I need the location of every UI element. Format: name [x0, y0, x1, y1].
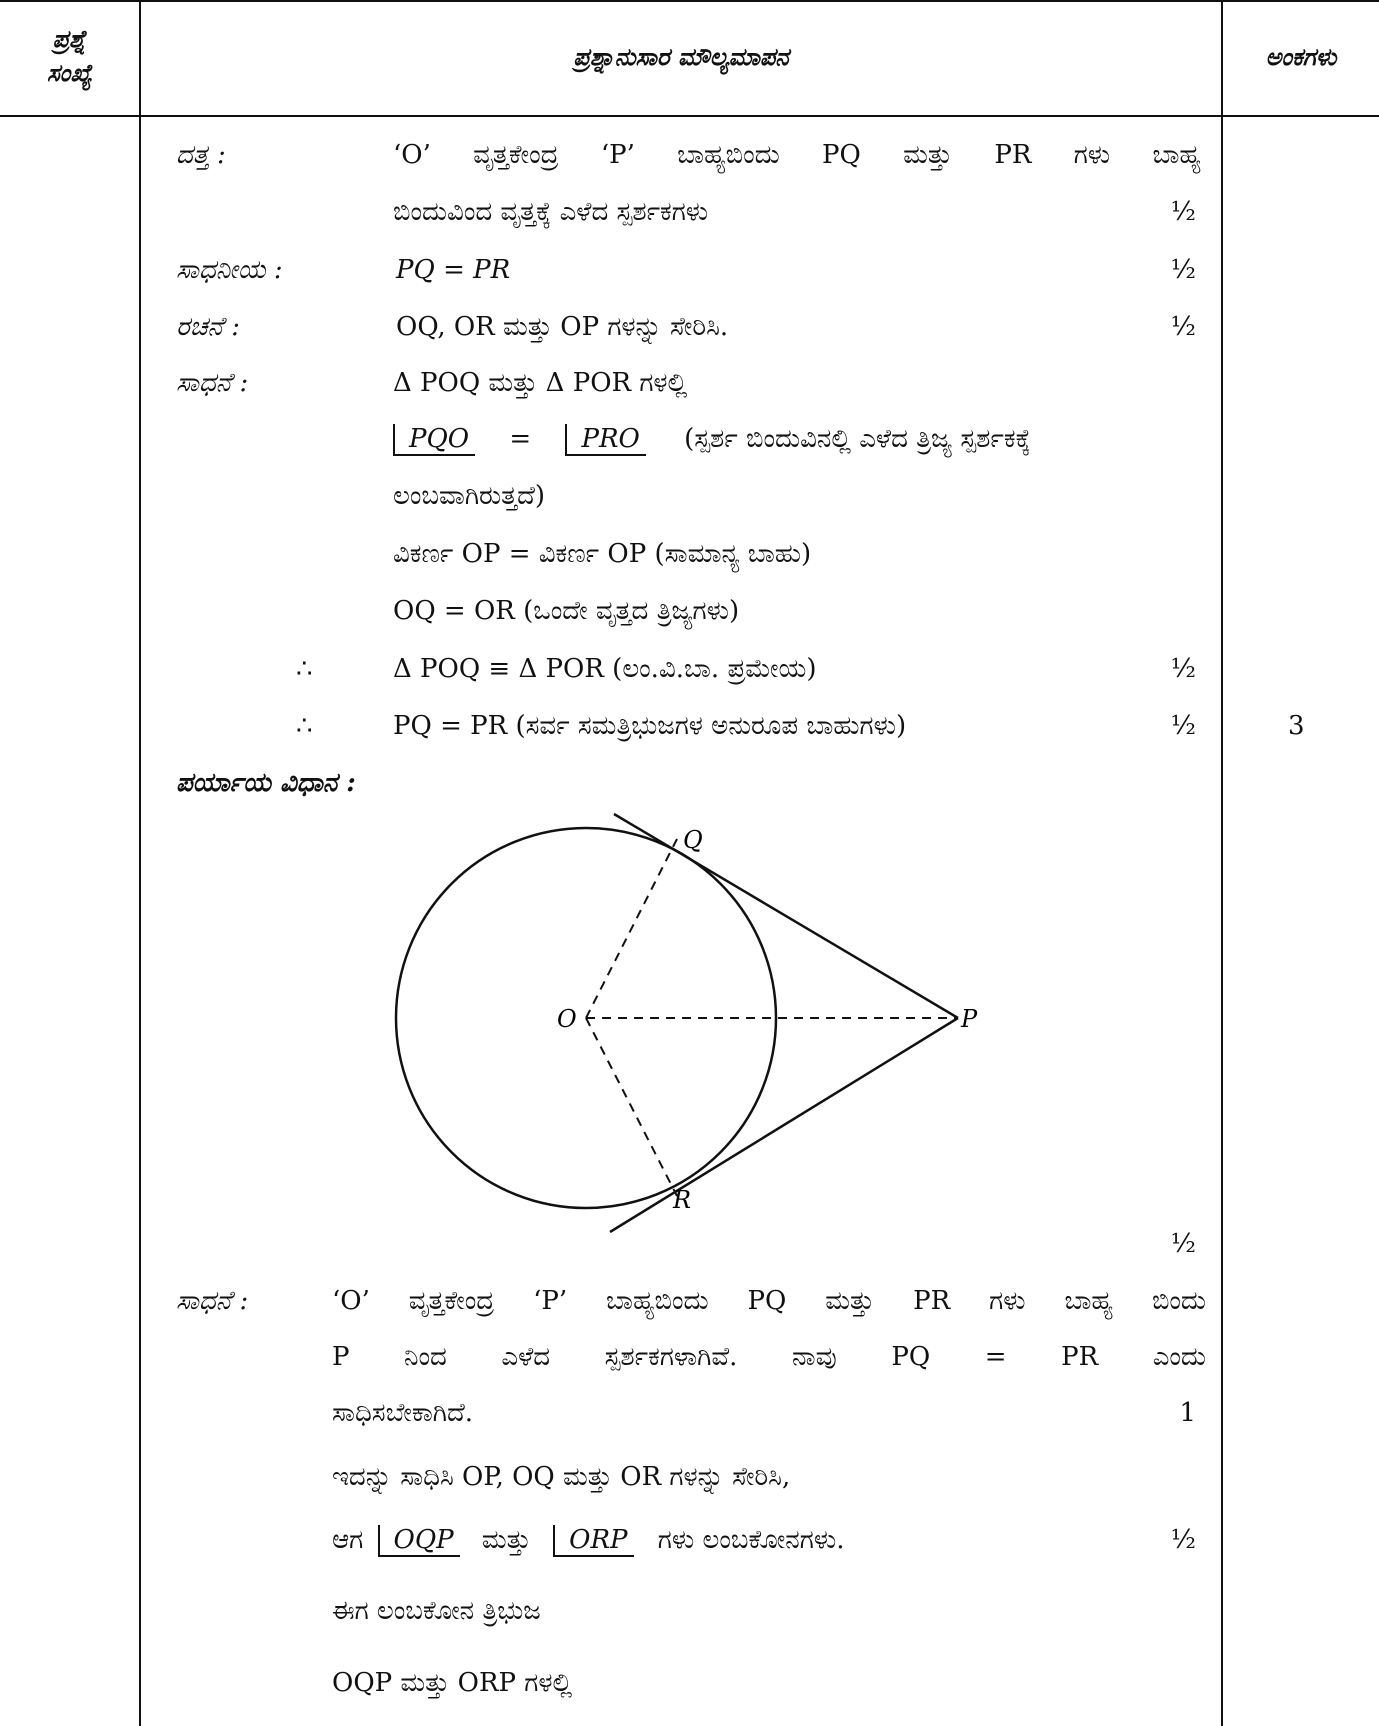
header-question-number-line1: ಪ್ರಶ್ನೆ — [52, 24, 87, 53]
to-prove-statement: PQ = PR — [396, 255, 511, 285]
column-divider-2 — [1221, 0, 1223, 1726]
proof-label: ಸಾಧನೆ : — [176, 368, 249, 398]
radius-oq — [585, 838, 678, 1019]
proof-line5: OQ = OR (ಒಂದೇ ವೃತ್ತದ ತ್ರಿಜ್ಯಗಳು) — [393, 596, 740, 626]
alt-line5-pre: ಆಗ — [332, 1525, 364, 1555]
proof-line7: PQ = PR (ಸರ್ವ ಸಮತ್ರಿಭುಜಗಳ ಅನುರೂಪ ಬಾಹುಗಳು… — [393, 711, 907, 741]
top-border — [0, 0, 1379, 2]
proof-line2: PQO = PRO (ಸ್ಪರ್ಶ ಬಿಂದುವಿನಲ್ಲಿ ಎಳೆದ ತ್ರಿ… — [393, 422, 1031, 456]
header-bottom-border — [0, 115, 1379, 117]
alt-line5: ಆಗ OQP ಮತ್ತು ORP ಗಳು ಲಂಬಕೋನಗಳು. — [332, 1523, 844, 1557]
total-marks: 3 — [1288, 711, 1305, 741]
angle-orp: ORP — [553, 1525, 634, 1557]
label-q: Q — [683, 826, 703, 854]
proof-line4: ವಿಕರ್ಣ OP = ವಿಕರ್ಣ OP (ಸಾಮಾನ್ಯ ಬಾಹು) — [393, 539, 812, 569]
proof-line3: ಲಂಬವಾಗಿರುತ್ತದೆ) — [393, 481, 546, 511]
proof-line6: Δ POQ ≡ Δ POR (ಲಂ.ವಿ.ಬಾ. ಪ್ರಮೇಯ) — [393, 654, 817, 684]
alt-line7: OQP ಮತ್ತು ORP ಗಳಲ್ಲಿ — [332, 1668, 573, 1698]
label-o: O — [557, 1005, 577, 1033]
alternate-method-title: ಪರ್ಯಾಯ ವಿಧಾನ : — [176, 768, 356, 798]
alt-proof-label: ಸಾಧನೆ : — [176, 1286, 249, 1316]
proof-line1: Δ POQ ಮತ್ತು Δ POR ಗಳಲ್ಲಿ — [393, 368, 688, 398]
given-line1: ‘O’ ವೃತ್ತಕೇಂದ್ರ ‘P’ ಬಾಹ್ಯಬಿಂದು PQ ಮತ್ತು … — [393, 140, 1201, 170]
alt-line3-mark: 1 — [1179, 1398, 1196, 1428]
construction-label: ರಚನೆ : — [176, 312, 241, 342]
construction-mark: ½ — [1170, 312, 1196, 342]
angle-pro: PRO — [565, 424, 646, 456]
given-mark: ½ — [1170, 197, 1196, 227]
header-evaluation: ಪ್ರಶ್ನಾನುಸಾರ ಮೌಲ್ಯಮಾಪನ — [573, 42, 789, 71]
label-p: P — [960, 1005, 978, 1033]
alt-line5-mark: ½ — [1170, 1525, 1196, 1555]
alt-line5-post: ಗಳು ಲಂಬಕೋನಗಳು. — [657, 1525, 845, 1555]
alt-line1: ‘O’ ವೃತ್ತಕೇಂದ್ರ ‘P’ ಬಾಹ್ಯಬಿಂದು PQ ಮತ್ತು … — [332, 1286, 1206, 1316]
column-divider-1 — [139, 0, 141, 1726]
figure-mark: ½ — [1170, 1229, 1196, 1259]
proof-line7-mark: ½ — [1170, 711, 1196, 741]
angle-pqo: PQO — [393, 424, 476, 456]
angle-equals: = — [509, 424, 532, 454]
therefore-symbol-2: ∴ — [296, 711, 313, 741]
header-question-number-line2: ಸಂಖ್ಯೆ — [46, 58, 93, 87]
alt-line2: P ನಿಂದ ಎಳೆದ ಸ್ಪರ್ಶಕಗಳಾಗಿವೆ. ನಾವು PQ = PR… — [332, 1342, 1206, 1372]
alt-line4: ಇದನ್ನು ಸಾಧಿಸಿ OP, OQ ಮತ್ತು OR ಗಳನ್ನು ಸೇರ… — [332, 1462, 791, 1492]
to-prove-mark: ½ — [1170, 255, 1196, 285]
therefore-symbol-1: ∴ — [296, 654, 313, 684]
construction-statement: OQ, OR ಮತ್ತು OP ಗಳನ್ನು ಸೇರಿಸಿ. — [396, 312, 729, 342]
figure-circle — [394, 826, 778, 1210]
radius-or — [585, 1017, 678, 1197]
proof-line2-reason: (ಸ್ಪರ್ಶ ಬಿಂದುವಿನಲ್ಲಿ ಎಳೆದ ತ್ರಿಜ್ಯ ಸ್ಪರ್ಶ… — [684, 424, 1031, 454]
label-r: R — [672, 1186, 691, 1214]
tangent-pq — [613, 812, 959, 1020]
tangent-pr — [609, 1016, 959, 1234]
given-line2: ಬಿಂದುವಿಂದ ವೃತ್ತಕ್ಕೆ ಎಳೆದ ಸ್ಪರ್ಶಕಗಳು — [393, 197, 709, 227]
proof-line6-mark: ½ — [1170, 654, 1196, 684]
alt-line3: ಸಾಧಿಸಬೇಕಾಗಿದೆ. — [332, 1398, 474, 1428]
header-marks: ಅಂಕಗಳು — [1265, 42, 1337, 71]
to-prove-label: ಸಾಧನೀಯ : — [176, 255, 283, 285]
header-question-number: ಪ್ರಶ್ನೆ ಸಂಖ್ಯೆ — [0, 22, 139, 90]
given-label: ದತ್ತ : — [176, 140, 226, 170]
alt-line6: ಈಗ ಲಂಬಕೋನ ತ್ರಿಭುಜ — [332, 1596, 541, 1626]
alt-line5-mid: ಮತ್ತು — [481, 1525, 531, 1555]
angle-oqp: OQP — [377, 1525, 460, 1557]
